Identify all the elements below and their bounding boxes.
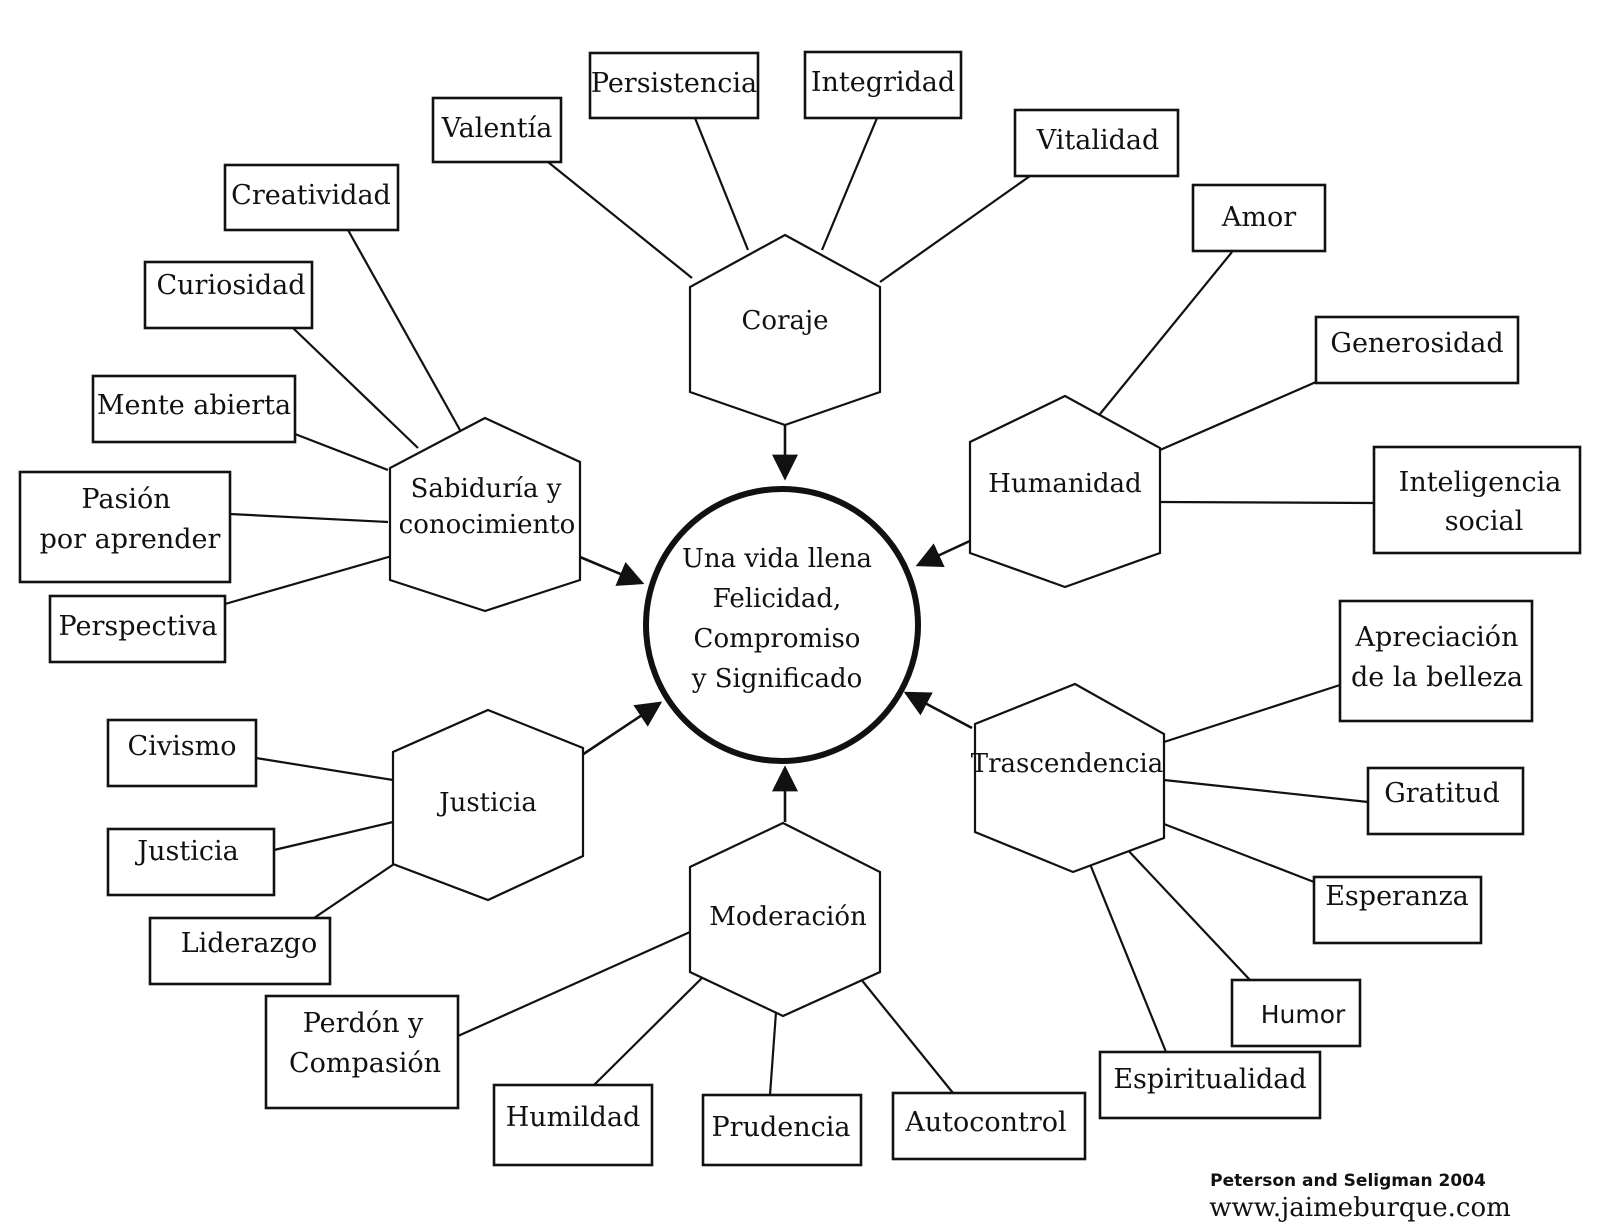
- strength-espiritualidad-label: Espiritualidad: [1113, 1064, 1306, 1095]
- strength-amor: Amor: [1191, 183, 1327, 253]
- strength-vitalidad-label: Vitalidad: [1036, 125, 1160, 156]
- strength-inteligencia-social: Inteligencia social: [1372, 445, 1582, 555]
- strength-perspectiva: Perspectiva: [48, 594, 227, 664]
- strength-esperanza-label: Esperanza: [1325, 881, 1469, 912]
- credit-authors: Peterson and Seligman 2004: [1210, 1171, 1486, 1191]
- strength-humor-label: Humor: [1261, 1000, 1346, 1029]
- virtue-justicia-label: Justicia: [436, 788, 537, 818]
- strength-liderazgo-label: Liderazgo: [181, 928, 318, 959]
- center-line-2: Felicidad,: [713, 584, 842, 614]
- strength-curiosidad: Curiosidad: [143, 260, 314, 330]
- credit: Peterson and Seligman 2004 www.jaimeburq…: [1209, 1171, 1511, 1223]
- virtue-moderacion-label: Moderación: [709, 902, 867, 932]
- strength-vitalidad: Vitalidad: [1013, 108, 1180, 178]
- virtue-moderacion: Moderación: [688, 821, 882, 1018]
- strength-perdon-line-1: Perdón y: [303, 1008, 424, 1039]
- virtue-humanidad: Humanidad: [968, 394, 1162, 589]
- strength-creatividad-label: Creatividad: [231, 180, 391, 211]
- virtue-coraje: Coraje: [688, 233, 882, 427]
- strength-apreciacion-line-1: Apreciación: [1355, 622, 1519, 653]
- strength-prudencia-label: Prudencia: [712, 1112, 851, 1143]
- strength-justicia: Justicia: [106, 827, 276, 897]
- center-arrows: [579, 422, 973, 822]
- strength-humildad-label: Humildad: [506, 1102, 640, 1133]
- strength-mente-abierta: Mente abierta: [91, 374, 297, 444]
- strength-autocontrol-label: Autocontrol: [904, 1107, 1066, 1138]
- strength-integridad: Integridad: [803, 50, 963, 120]
- strength-civismo: Civismo: [106, 718, 258, 788]
- strength-apreciacion: Apreciación de la belleza: [1338, 599, 1534, 723]
- center-line-3: Compromiso: [694, 624, 861, 654]
- strength-gratitud: Gratitud: [1366, 766, 1525, 836]
- strength-perspectiva-label: Perspectiva: [59, 611, 218, 642]
- strength-justicia-label: Justicia: [134, 836, 238, 867]
- strength-esperanza: Esperanza: [1312, 875, 1483, 945]
- strength-boxes: Valentía Persistencia Integridad Vitalid…: [18, 50, 1582, 1167]
- virtue-trascendencia-label: Trascendencia: [971, 749, 1163, 779]
- strength-creatividad: Creatividad: [223, 163, 400, 232]
- strength-curiosidad-label: Curiosidad: [156, 270, 305, 301]
- strength-integridad-label: Integridad: [811, 67, 955, 98]
- strength-amor-label: Amor: [1221, 202, 1296, 233]
- strength-persistencia: Persistencia: [588, 51, 760, 120]
- strength-generosidad: Generosidad: [1314, 315, 1520, 385]
- strength-inteligencia-social-line-2: social: [1445, 506, 1524, 537]
- strength-prudencia: Prudencia: [701, 1093, 863, 1167]
- credit-url: www.jaimeburque.com: [1209, 1193, 1511, 1223]
- strength-humor: Humor: [1230, 978, 1362, 1048]
- strength-valentia: Valentía: [431, 96, 563, 164]
- center-line-1: Una vida llena: [682, 544, 872, 574]
- strength-civismo-label: Civismo: [128, 731, 237, 762]
- virtue-humanidad-label: Humanidad: [988, 469, 1141, 499]
- center-line-4: y Significado: [691, 664, 863, 694]
- strength-apreciacion-line-2: de la belleza: [1351, 662, 1523, 693]
- strength-autocontrol: Autocontrol: [891, 1091, 1087, 1161]
- strength-pasion: Pasión por aprender: [18, 470, 232, 584]
- strength-persistencia-label: Persistencia: [591, 68, 757, 99]
- strength-pasion-line-2: por aprender: [40, 524, 221, 555]
- strength-liderazgo: Liderazgo: [148, 916, 332, 986]
- strength-perdon: Perdón y Compasión: [264, 994, 460, 1110]
- strength-espiritualidad: Espiritualidad: [1098, 1050, 1322, 1120]
- strength-gratitud-label: Gratitud: [1384, 778, 1500, 809]
- strength-pasion-line-1: Pasión: [81, 484, 170, 515]
- virtue-sabiduria-line-2: conocimiento: [399, 510, 576, 540]
- virtue-coraje-label: Coraje: [742, 306, 829, 336]
- strength-inteligencia-social-line-1: Inteligencia: [1399, 467, 1562, 498]
- strength-generosidad-label: Generosidad: [1330, 328, 1503, 359]
- strength-perdon-line-2: Compasión: [289, 1048, 441, 1079]
- strength-valentia-label: Valentía: [441, 113, 553, 144]
- center-node: Una vida llena Felicidad, Compromiso y S…: [643, 486, 921, 764]
- virtue-trascendencia: Trascendencia: [971, 682, 1166, 874]
- connector-lines: [224, 117, 1375, 1096]
- strength-mente-abierta-label: Mente abierta: [97, 390, 291, 421]
- virtue-justicia: Justicia: [391, 708, 585, 902]
- virtue-sabiduria-line-1: Sabiduría y: [411, 474, 562, 504]
- virtue-sabiduria: Sabiduría y conocimiento: [388, 416, 582, 613]
- strength-humildad: Humildad: [492, 1083, 654, 1167]
